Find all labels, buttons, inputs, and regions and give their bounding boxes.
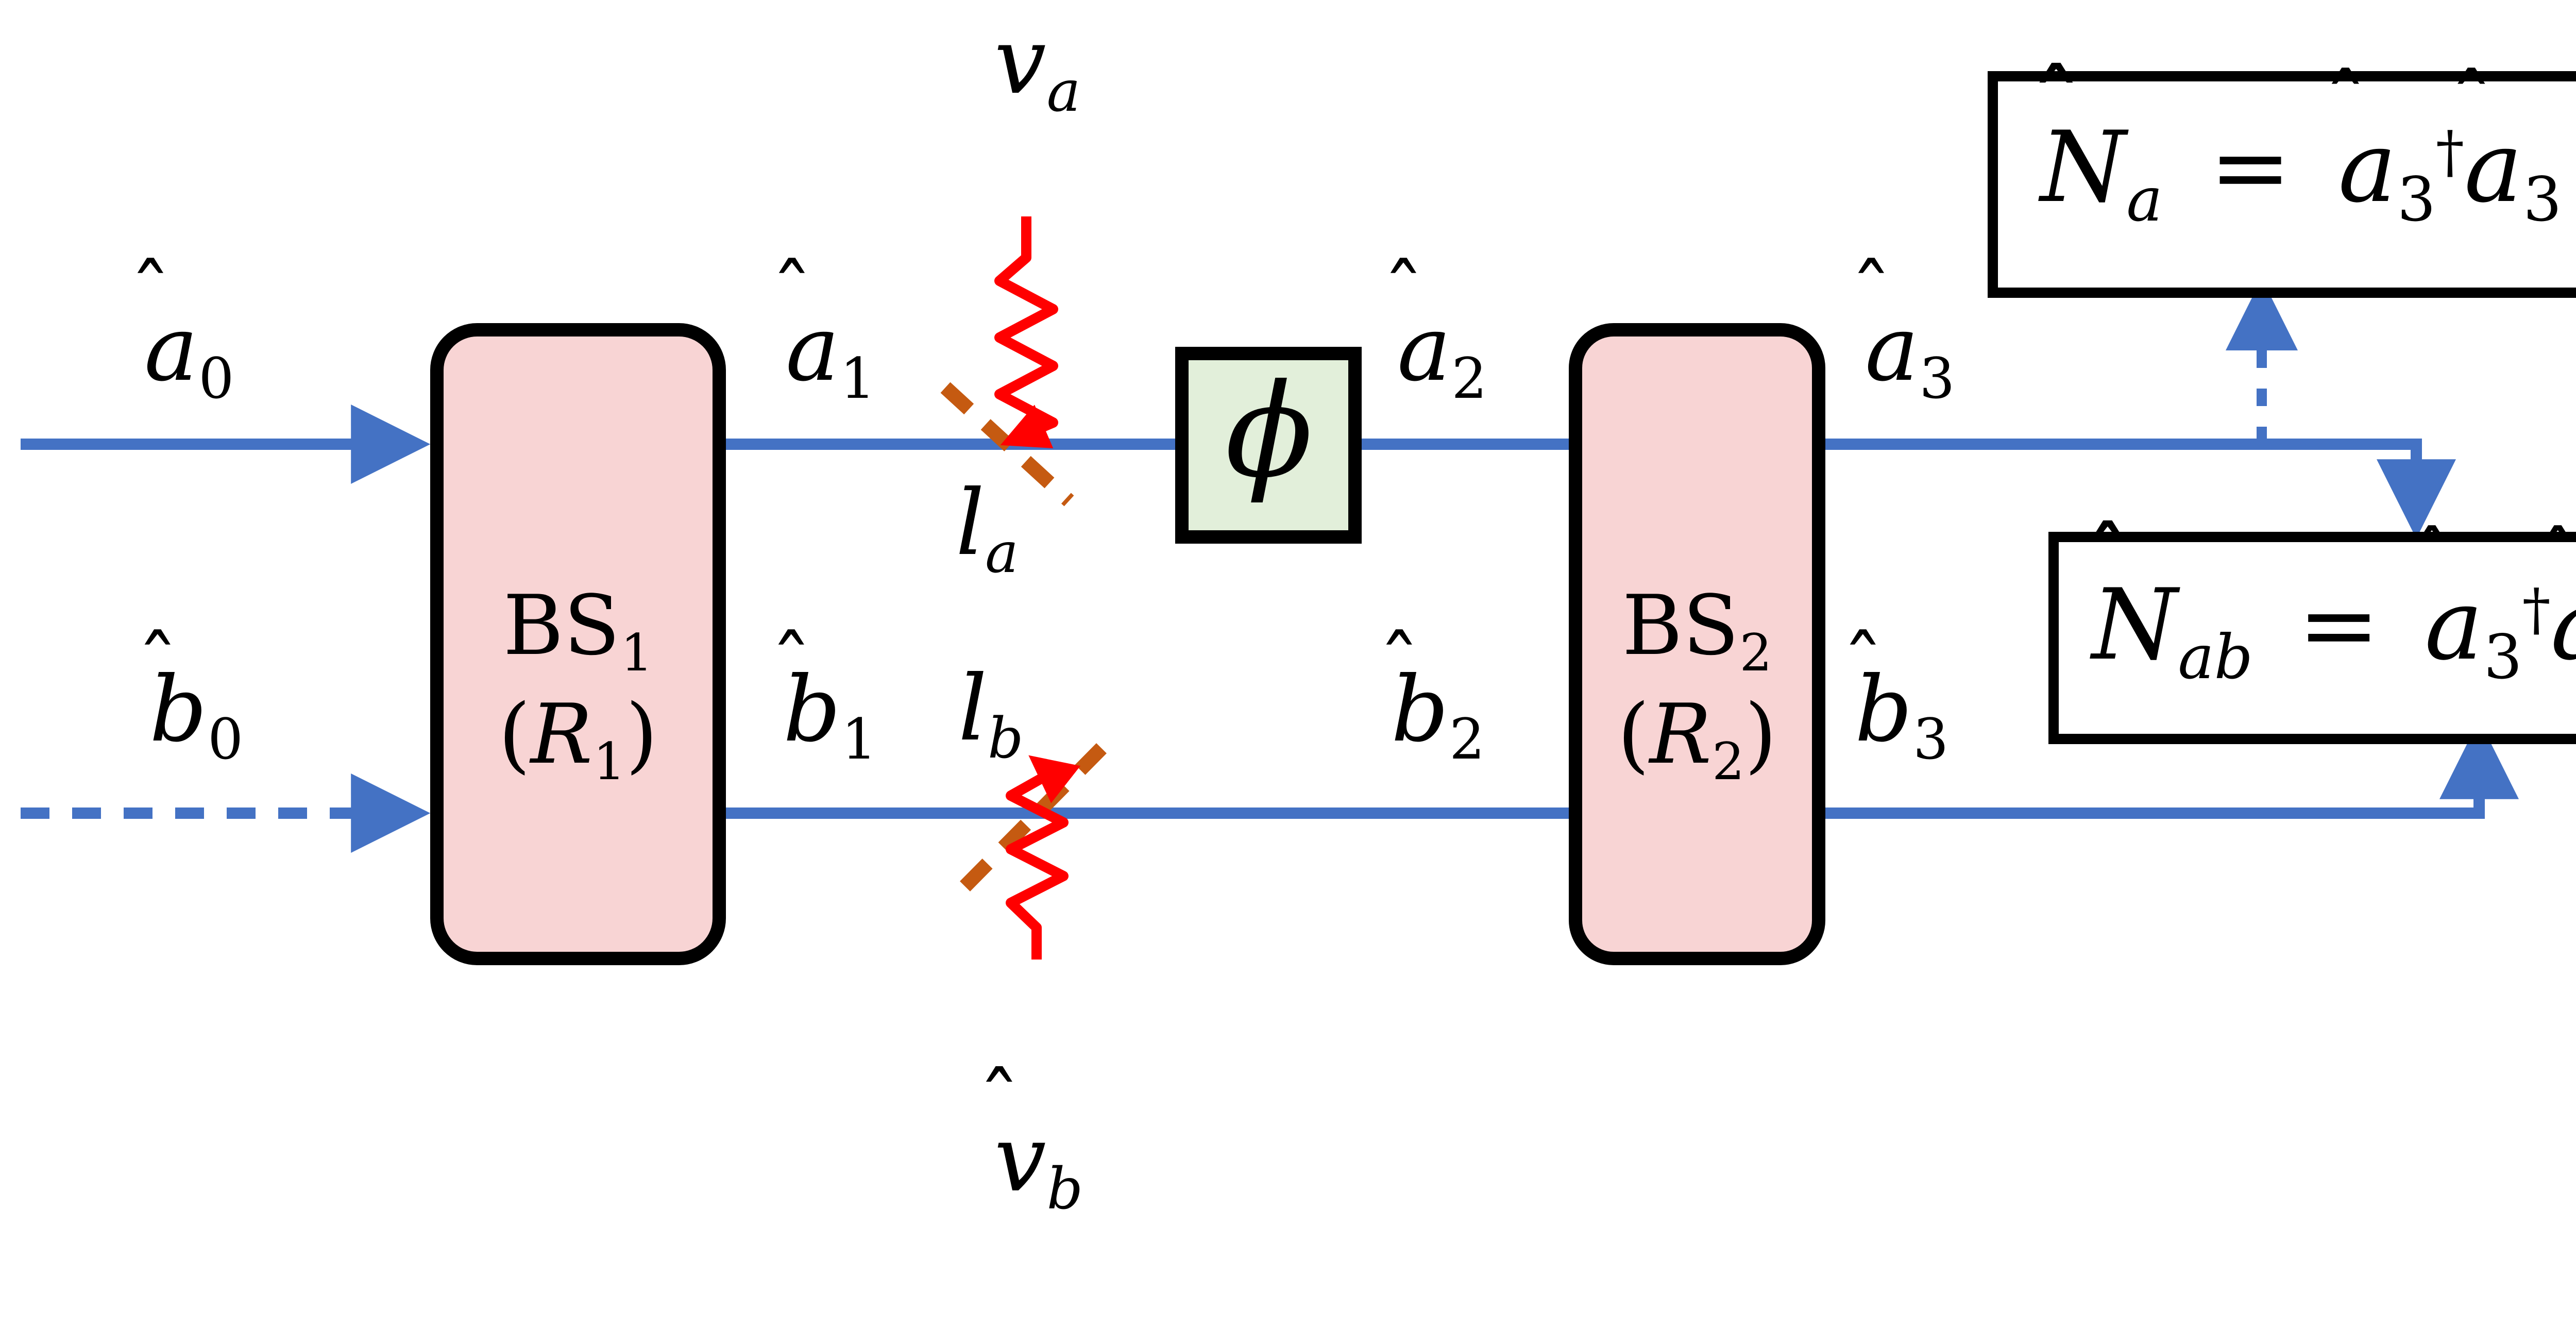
- measurement-box-nab[interactable]: [2048, 532, 2576, 744]
- phase-shifter-symbol: ϕ: [1225, 356, 1313, 506]
- label-a1: ̂a1: [786, 297, 876, 411]
- loss-element-b[interactable]: [960, 743, 1107, 960]
- label-b1: ̂b1: [783, 658, 877, 772]
- measurement-nab-equation: ̂Nab = ̂a3†̂a3 − ̂b3†̂b3: [2092, 568, 2576, 693]
- label-b2: ̂b2: [1391, 658, 1485, 772]
- bs2-name: BS2: [1622, 577, 1772, 683]
- bs1-param: (R1): [498, 685, 658, 792]
- measurement-box-na[interactable]: [1988, 71, 2576, 298]
- beamsplitter-bs1-label: BS1 (R1): [437, 581, 719, 789]
- beam-a3: [1819, 439, 2456, 539]
- label-vacuum-b: ̂vb: [994, 1105, 1083, 1223]
- label-loss-a: la: [956, 471, 1019, 585]
- loss-element-a[interactable]: [940, 216, 1074, 507]
- beamsplitter-bs2-box[interactable]: [1569, 323, 1825, 965]
- label-loss-b: lb: [958, 657, 1024, 771]
- label-b0: ̂b0: [149, 658, 244, 772]
- label-a0: ̂a0: [144, 297, 234, 411]
- label-a3: ̂a3: [1865, 297, 1955, 411]
- beamsplitter-bs2-label: BS2 (R2): [1575, 581, 1819, 789]
- label-vacuum-a: ̂va: [994, 8, 1081, 125]
- label-a2: ̂a2: [1397, 297, 1487, 411]
- beam-b3: [1819, 719, 2519, 819]
- measurement-na-equation: ̂Na = ̂a3†̂a3: [2040, 110, 2562, 235]
- bs1-name: BS1: [503, 577, 653, 683]
- phase-shifter-box[interactable]: [1175, 347, 1362, 544]
- label-b3: ̂b3: [1855, 658, 1949, 772]
- vacuum-squiggle-b: [1006, 755, 1081, 960]
- bs2-param: (R2): [1617, 685, 1777, 792]
- beamsplitter-bs1-box[interactable]: [430, 323, 726, 965]
- vacuum-squiggle-a: [994, 216, 1058, 448]
